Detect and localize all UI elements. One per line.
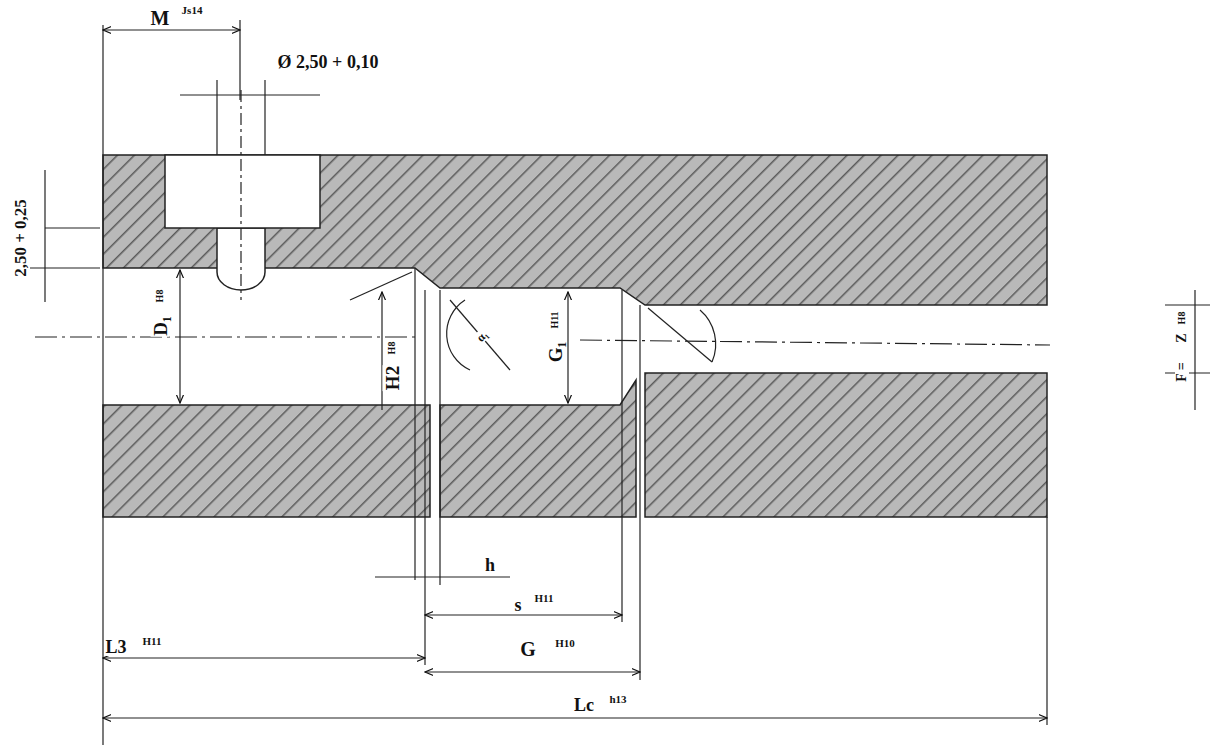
dimension-symbol: F = [1175, 361, 1189, 383]
tolerance-class: H8 [155, 289, 165, 304]
dimension-symbol: Z [1175, 332, 1189, 343]
dimension-symbol: Lc [573, 696, 595, 714]
dimension-symbol: H2 [383, 365, 402, 391]
dimension-symbol: D₁ [151, 315, 170, 336]
tolerance-class: Js14 [181, 5, 204, 16]
tolerance-class: H8 [1177, 311, 1187, 326]
tolerance-class: H10 [554, 638, 576, 649]
tolerance-class: H8 [387, 341, 397, 356]
dimension-symbol: L3 [104, 638, 127, 656]
tolerance-class: h13 [608, 694, 627, 705]
tolerance-class: H11 [534, 593, 555, 604]
tolerance-class: H11 [142, 636, 163, 647]
dimension-value: 2,50 + 0,25 [12, 198, 29, 278]
dimension-symbol: M [150, 8, 171, 28]
dimension-symbol: h [484, 556, 496, 574]
dimension-symbol: s [513, 596, 522, 614]
dimension-symbol: G [519, 639, 537, 659]
tolerance-class: H11 [550, 310, 560, 329]
dimension-symbol: G₁ [546, 341, 565, 363]
dimension-value: Ø 2,50 + 0,10 [277, 53, 380, 71]
